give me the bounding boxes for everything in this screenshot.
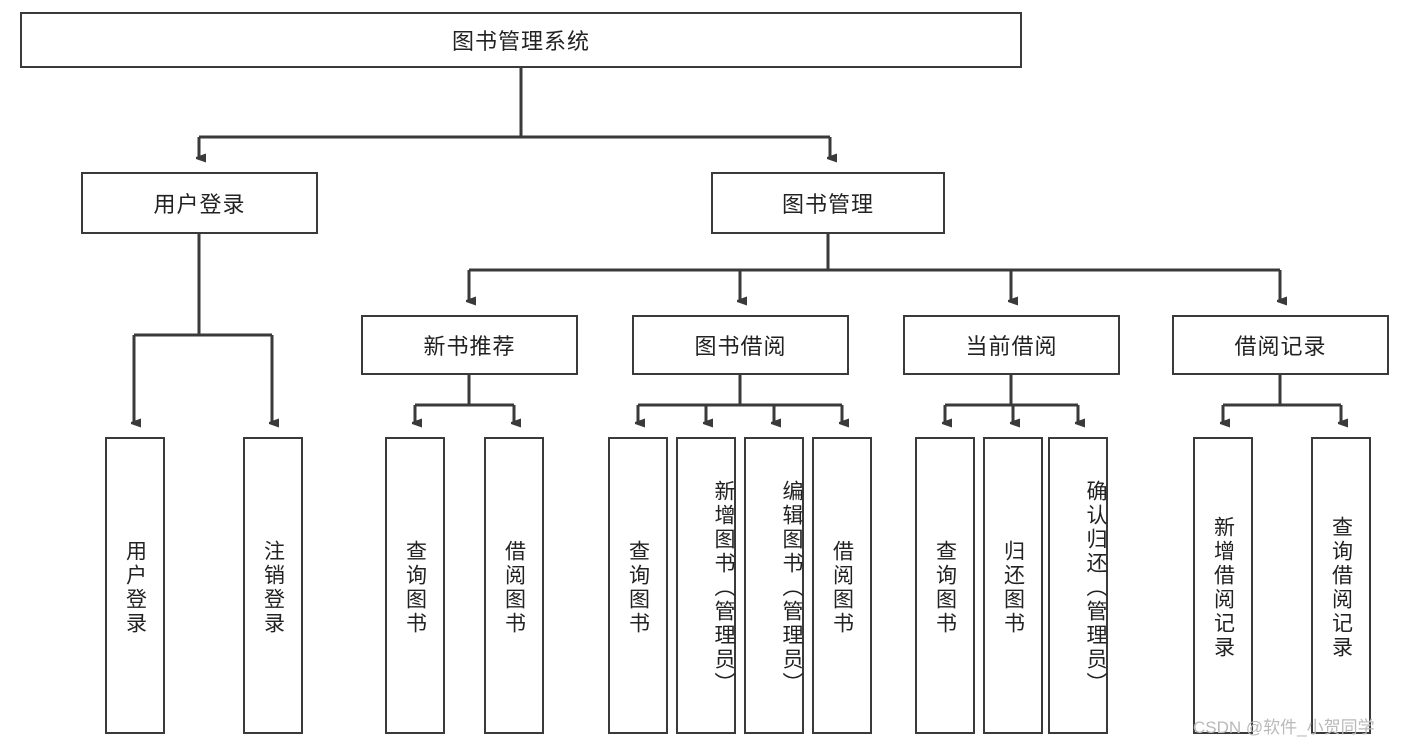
leaf-user-logout[interactable]: 注销登录 [243, 437, 303, 734]
leaf-query-book-recommend[interactable]: 查询图书 [385, 437, 445, 734]
node-borrow-record[interactable]: 借阅记录 [1172, 315, 1389, 375]
node-user-login[interactable]: 用户登录 [81, 172, 318, 234]
leaf-query-book-borrow[interactable]: 查询图书 [608, 437, 668, 734]
leaf-borrow-book[interactable]: 借阅图书 [812, 437, 872, 734]
leaf-confirm-return-admin[interactable]: 确认归还（管理员） [1048, 437, 1108, 734]
node-book-borrow[interactable]: 图书借阅 [632, 315, 849, 375]
leaf-return-book[interactable]: 归还图书 [983, 437, 1043, 734]
node-current-borrow[interactable]: 当前借阅 [903, 315, 1120, 375]
node-book-manage[interactable]: 图书管理 [711, 172, 945, 234]
leaf-query-book-current[interactable]: 查询图书 [915, 437, 975, 734]
leaf-borrow-book-recommend[interactable]: 借阅图书 [484, 437, 544, 734]
leaf-add-book-admin[interactable]: 新增图书（管理员） [676, 437, 736, 734]
node-new-book-recommend[interactable]: 新书推荐 [361, 315, 578, 375]
leaf-query-borrow-record[interactable]: 查询借阅记录 [1311, 437, 1371, 734]
node-root[interactable]: 图书管理系统 [20, 12, 1022, 68]
csdn-watermark: CSDN @软件_小贺同学 [1193, 718, 1375, 737]
leaf-add-borrow-record[interactable]: 新增借阅记录 [1193, 437, 1253, 734]
leaf-edit-book-admin[interactable]: 编辑图书（管理员） [744, 437, 804, 734]
leaf-user-login[interactable]: 用户登录 [105, 437, 165, 734]
